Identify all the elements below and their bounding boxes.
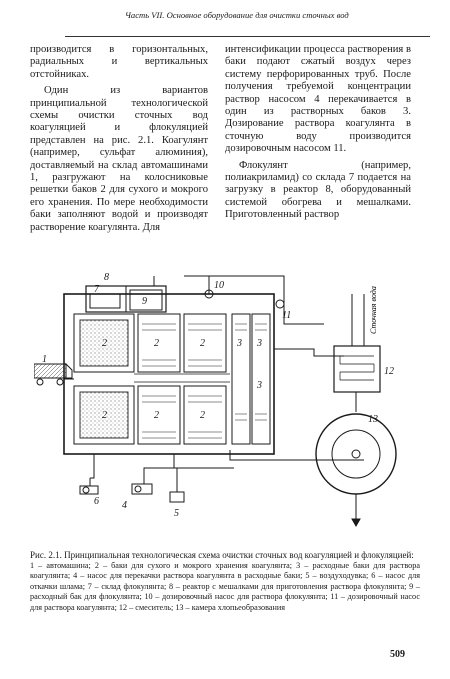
label-1: 1: [42, 354, 47, 365]
delivery-truck: [33, 363, 67, 379]
label-2-e: 2: [200, 338, 205, 349]
label-11: 11: [282, 310, 291, 321]
storage-tank-mid-lower: [137, 385, 181, 445]
caption-title: Рис. 2.1. Принципиальная технологическая…: [30, 550, 414, 560]
flocculant-tank: [129, 289, 163, 311]
label-4: 4: [122, 500, 127, 511]
label-12: 12: [384, 366, 394, 377]
storage-tank-right-upper: [183, 313, 227, 373]
label-wastewater: Сточная вода: [369, 286, 378, 334]
solution-tank-2: [251, 313, 271, 445]
figure-caption: Рис. 2.1. Принципиальная технологическая…: [30, 550, 420, 614]
mixer: [333, 345, 381, 393]
label-2-a: 2: [102, 338, 107, 349]
label-2-b: 2: [102, 410, 107, 421]
label-3-c: 3: [256, 380, 262, 391]
sludge-pump: [79, 485, 99, 495]
left-paragraph-2: Один из вариантов принципиальной техноло…: [30, 85, 208, 233]
air-blower: [169, 491, 185, 503]
label-3-b: 3: [256, 338, 262, 349]
flocculant-dosing-pump: [204, 289, 214, 299]
coagulant-dosing-pump: [275, 299, 285, 309]
flocculant-warehouse: [89, 293, 121, 309]
transfer-pump: [131, 483, 153, 495]
running-header: Часть VII. Основное оборудование для очи…: [0, 0, 450, 40]
page-number: 509: [390, 649, 405, 660]
right-text-column: интенсификации процесса растворения в ба…: [225, 44, 411, 222]
label-7: 7: [94, 284, 100, 295]
process-scheme-figure: 1 2 2 2 2 2 2 3 3 3 4 5 6 7 8 9 10 11 12…: [33, 264, 426, 550]
header-rule: [65, 36, 430, 37]
label-8: 8: [104, 272, 109, 283]
process-scheme-diagram: 1 2 2 2 2 2 2 3 3 3 4 5 6 7 8 9 10 11 12…: [33, 272, 397, 528]
caption-legend: 1 – автомашина; 2 – баки для сухого и мо…: [30, 560, 420, 612]
label-2-d: 2: [154, 410, 159, 421]
label-10: 10: [214, 280, 224, 291]
label-13: 13: [368, 414, 378, 425]
running-title: Часть VII. Основное оборудование для очи…: [125, 10, 349, 20]
storage-tank-right-lower: [183, 385, 227, 445]
storage-tank-mid-upper: [137, 313, 181, 373]
right-paragraph-2: Флокулянт (например, полиакриламид) со с…: [225, 159, 411, 221]
solution-tank-1: [231, 313, 251, 445]
left-text-column: производится в горизонтальных, радиальны…: [30, 44, 208, 234]
label-6: 6: [94, 496, 99, 507]
label-5: 5: [174, 508, 179, 519]
left-paragraph-1: производится в горизонтальных, радиальны…: [30, 44, 208, 80]
label-9: 9: [142, 296, 147, 307]
dry-wet-storage-tank-lower: [73, 385, 135, 445]
flocculation-chamber: [315, 413, 397, 495]
right-paragraph-1: интенсификации процесса растворения в ба…: [225, 44, 411, 155]
label-2-c: 2: [154, 338, 159, 349]
dry-wet-storage-tank-upper: [73, 313, 135, 373]
label-3-a: 3: [236, 338, 242, 349]
label-2-f: 2: [200, 410, 205, 421]
